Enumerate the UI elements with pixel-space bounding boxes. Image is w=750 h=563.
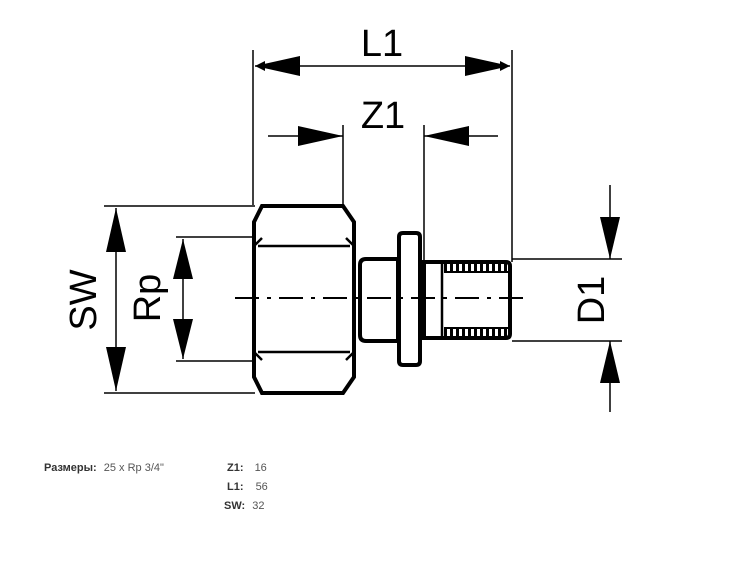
spec-row-z1: Z1: 16 bbox=[227, 462, 267, 474]
fitting-neck bbox=[358, 257, 400, 343]
dimension-rp: Rp bbox=[127, 239, 193, 359]
extension-lines bbox=[104, 50, 622, 394]
size-label: Размеры: bbox=[44, 462, 97, 474]
dimension-z1: Z1 bbox=[268, 95, 498, 146]
spec-key: SW: bbox=[224, 500, 246, 512]
dimension-l1: L1 bbox=[255, 23, 510, 76]
label-l1: L1 bbox=[361, 23, 403, 65]
spec-key: L1: bbox=[227, 481, 244, 493]
dimension-sw: SW bbox=[63, 208, 126, 391]
label-z1: Z1 bbox=[361, 95, 405, 137]
spec-row-l1: L1: 56 bbox=[227, 481, 268, 493]
spec-row-sw: SW: 32 bbox=[224, 500, 265, 512]
size-value: 25 x Rp 3/4" bbox=[103, 462, 164, 474]
spec-key: Z1: bbox=[227, 462, 244, 474]
fitting-collar bbox=[397, 231, 422, 367]
spec-value: 56 bbox=[255, 481, 268, 493]
label-sw: SW bbox=[63, 269, 105, 330]
spec-value: 16 bbox=[254, 462, 267, 474]
hex-nut bbox=[252, 204, 356, 395]
fitting-technical-drawing: L1 Z1 SW Rp D1 bbox=[63, 23, 622, 412]
fitting-body bbox=[252, 204, 512, 395]
dimension-d1: D1 bbox=[571, 185, 620, 412]
label-d1: D1 bbox=[571, 276, 613, 325]
threaded-spigot bbox=[422, 260, 512, 340]
spec-value: 32 bbox=[252, 500, 265, 512]
label-rp: Rp bbox=[127, 274, 169, 323]
